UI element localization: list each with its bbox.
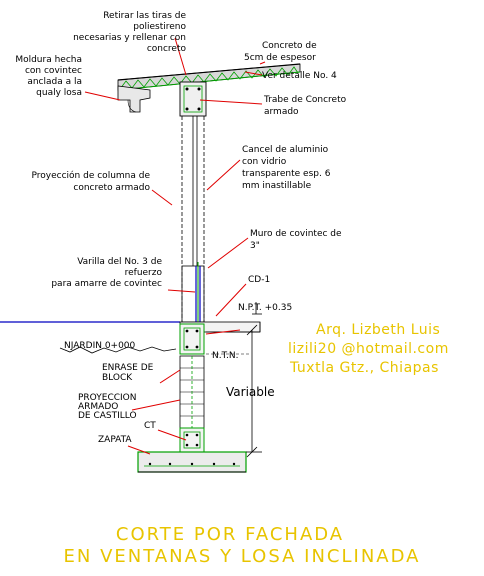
label-concreto-5cm: Concreto de 5cm de espesor <box>244 41 317 63</box>
label-trabe-2: armado <box>264 107 299 117</box>
moldura-shape <box>117 85 151 113</box>
author-name: Arq. Lizbeth Luis <box>316 322 440 338</box>
label-trabe-1: Trabe de Concreto <box>263 95 347 105</box>
label-retirar-4: concreto <box>147 44 187 54</box>
label-castillo-3: DE CASTILLO <box>78 411 137 421</box>
terrain-line <box>59 346 177 354</box>
label-varilla-3: para amarre de covintec <box>51 279 162 289</box>
label-varilla-1: Varilla del No. 3 de <box>77 257 162 267</box>
label-moldura-2: con covintec <box>25 66 82 76</box>
label-proy-col-2: concreto armado <box>73 183 150 193</box>
label-npt: N.P.T. +0.35 <box>238 303 292 313</box>
leader-lines <box>84 37 266 455</box>
title-line-2: EN VENTANAS Y LOSA INCLINADA <box>64 546 421 567</box>
label-moldura-1: Moldura hecha <box>15 55 82 65</box>
concrete-beam <box>179 81 207 117</box>
chain-beam <box>179 323 205 355</box>
label-retirar-3: necesarias y rellenar con <box>73 33 186 43</box>
drawing-title: CORTE POR FACHADA EN VENTANAS Y LOSA INC… <box>64 524 421 567</box>
label-enrase: ENRASE DE BLOCK <box>102 363 154 383</box>
label-cancel-2: con vidrio <box>242 157 287 167</box>
label-njardin: NJARDIN 0+000 <box>64 341 136 351</box>
label-variable: Variable <box>226 385 275 399</box>
label-cd1: CD-1 <box>248 275 270 285</box>
zapata-footing <box>137 451 247 473</box>
label-zapata: ZAPATA <box>98 435 132 445</box>
label-retirar-1: Retirar las tiras de <box>103 11 186 21</box>
variable-dimension <box>246 324 262 458</box>
label-enrase-1: ENRASE DE <box>102 363 154 373</box>
roof-slab <box>117 63 301 113</box>
author-city: Tuxtla Gtz., Chiapas <box>289 360 439 376</box>
contratrabe <box>179 427 205 453</box>
label-castillo-1: PROYECCION <box>78 393 137 403</box>
label-castillo-2: ARMADO <box>78 402 118 412</box>
label-retirar: Retirar las tiras de poliestireno necesa… <box>73 11 186 54</box>
author-block: Arq. Lizbeth Luis lizili20 @hotmail.com … <box>288 322 449 376</box>
label-cancel-4: mm inastillable <box>242 181 312 191</box>
label-proyeccion-castillo: PROYECCION ARMADO DE CASTILLO <box>78 393 137 421</box>
label-muro-2: 3" <box>250 241 260 251</box>
label-ver-detalle: Ver detalle No. 4 <box>262 71 337 81</box>
label-muro-covintec: Muro de covintec de 3" <box>250 229 342 251</box>
label-cancel-1: Cancel de aluminio <box>242 145 329 155</box>
block-wall <box>179 355 205 429</box>
label-moldura: Moldura hecha con covintec anclada a la … <box>15 55 82 98</box>
label-varilla-2: refuerzo <box>125 268 163 278</box>
label-enrase-2: BLOCK <box>102 373 133 383</box>
covintec-wall <box>181 262 205 330</box>
title-line-1: CORTE POR FACHADA <box>116 524 344 545</box>
label-cancel: Cancel de aluminio con vidrio transparen… <box>242 145 331 191</box>
label-retirar-2: poliestireno <box>133 22 186 32</box>
label-ntn: N.T.N. <box>212 351 238 361</box>
label-varilla: Varilla del No. 3 de refuerzo para amarr… <box>51 257 162 289</box>
label-cancel-3: transparente esp. 6 <box>242 169 331 179</box>
label-proyeccion-columna: Proyección de columna de concreto armado <box>32 170 151 193</box>
label-ct: CT <box>144 421 156 431</box>
aluminum-cancel <box>192 116 198 266</box>
label-concreto-2: 5cm de espesor <box>244 53 316 63</box>
label-muro-1: Muro de covintec de <box>250 229 342 239</box>
label-moldura-3: anclada a la <box>27 77 82 87</box>
label-concreto-1: Concreto de <box>262 41 317 51</box>
label-moldura-4: qualy losa <box>36 88 82 98</box>
label-proy-col-1: Proyección de columna de <box>32 170 151 181</box>
author-email: lizili20 @hotmail.com <box>288 341 449 357</box>
label-trabe: Trabe de Concreto armado <box>263 95 347 117</box>
